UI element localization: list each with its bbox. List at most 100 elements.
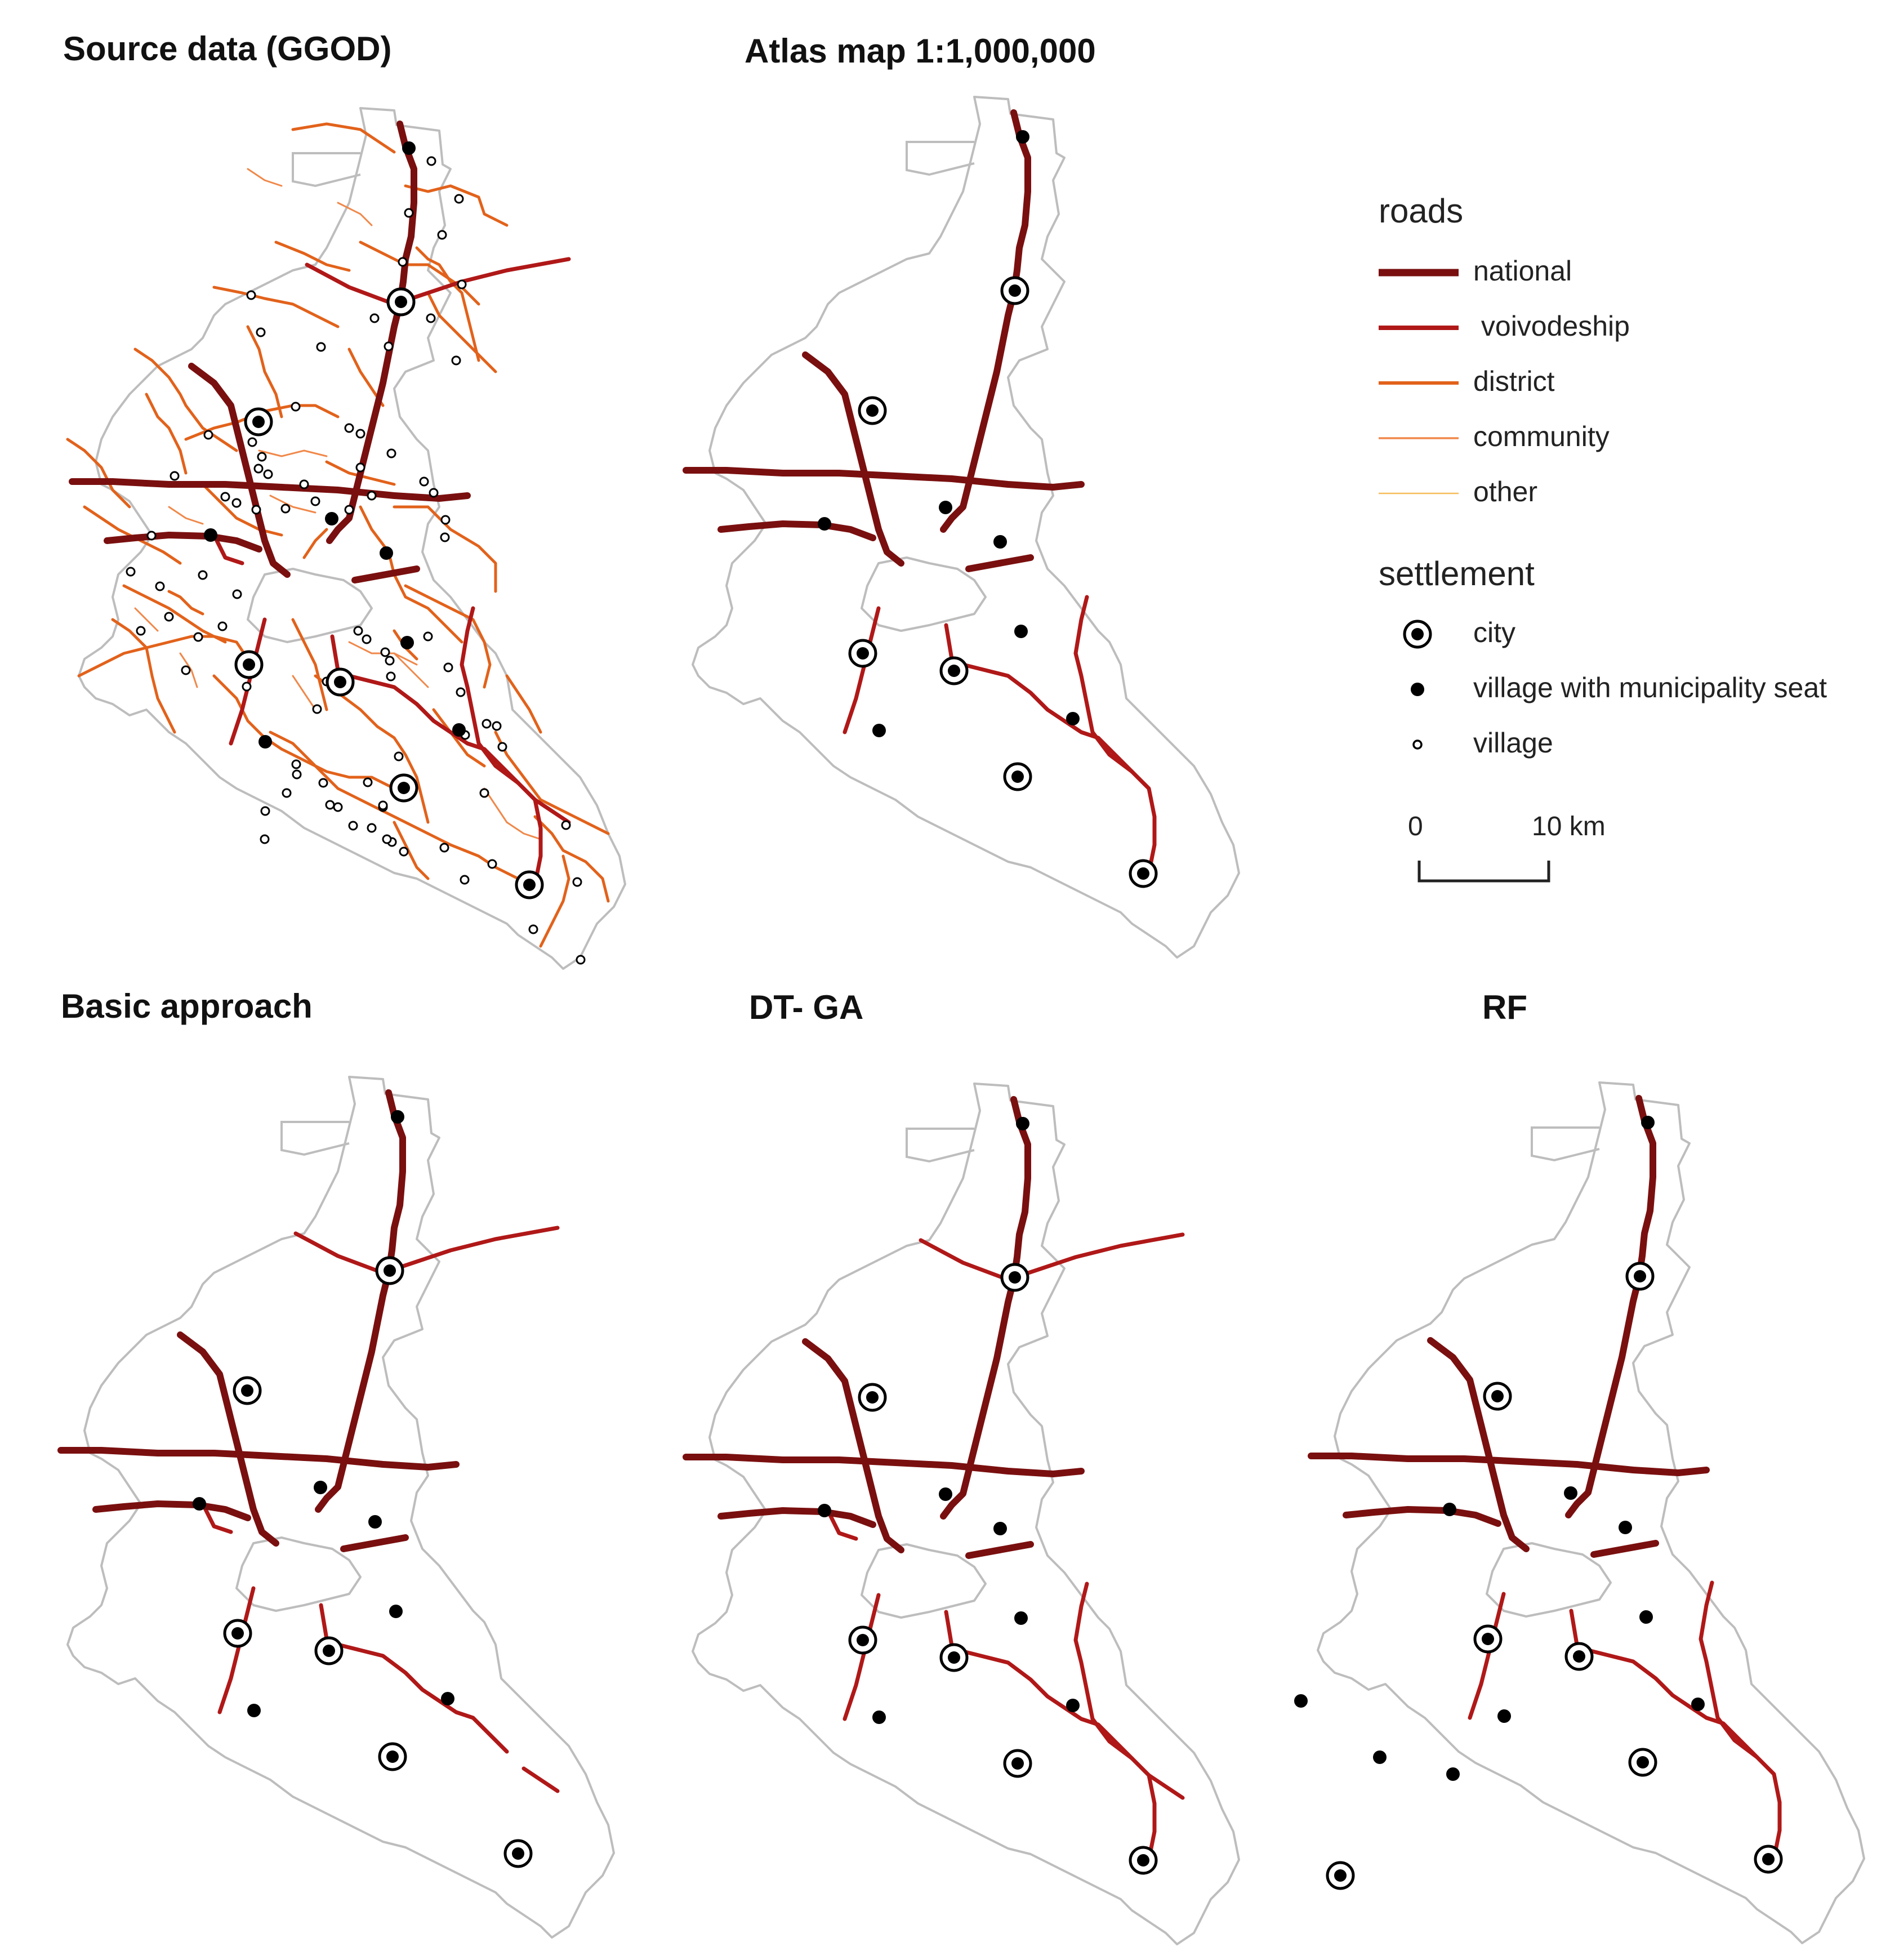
village-marker [246, 290, 256, 300]
municipality-seat-marker [939, 501, 952, 514]
city-marker-center [323, 1645, 335, 1657]
district-road [393, 505, 497, 593]
municipality-seat-marker [993, 535, 1007, 549]
region-boundary [692, 1083, 1240, 1945]
legend-row-city: city [1374, 609, 1870, 660]
district-road [66, 438, 131, 509]
village-marker [136, 626, 146, 636]
municipality-seat-marker [1373, 1750, 1387, 1764]
region-boundary [1317, 1081, 1865, 1944]
district-road [274, 240, 351, 272]
map-panel-rf: RF [1239, 980, 1899, 1960]
legend-label-community: community [1473, 421, 1610, 452]
municipality-seat-marker [1497, 1709, 1511, 1723]
community-road [258, 449, 328, 457]
national-road [1565, 1095, 1656, 1518]
district-road [426, 291, 497, 373]
district-road [539, 854, 570, 948]
filled-dot-icon [1411, 683, 1424, 696]
village-marker [126, 567, 136, 577]
village-marker [333, 802, 343, 812]
village-marker [382, 834, 392, 844]
map-panel-basic: Basic approach [0, 980, 676, 1960]
village-marker [299, 479, 309, 489]
national-road [1343, 1506, 1501, 1527]
municipality-seat-marker [1691, 1698, 1705, 1711]
village-marker [404, 208, 414, 218]
community-road [506, 821, 542, 840]
voivodeship-road [1147, 1773, 1185, 1800]
city-marker-center [948, 665, 960, 677]
village-marker [260, 834, 270, 844]
village-marker [344, 423, 354, 433]
district-road [404, 184, 509, 227]
village-marker [497, 742, 507, 752]
village-marker [386, 671, 396, 681]
village-marker [353, 626, 363, 636]
legend-row-community: community [1374, 413, 1870, 464]
city-marker-center [334, 676, 346, 688]
municipality-seat-marker [1014, 1611, 1028, 1625]
municipality-seat-marker [1443, 1503, 1456, 1516]
city-marker-center [512, 1847, 524, 1860]
national-road [177, 1331, 279, 1547]
village-marker [251, 505, 261, 515]
community-road [168, 506, 204, 525]
village-marker [399, 847, 409, 857]
national-road [188, 363, 291, 578]
national-road-icon [1379, 269, 1459, 277]
voivodeship-road [842, 606, 881, 734]
map-legend: roads national voivodeship district comm… [1374, 186, 1881, 907]
national-road [315, 1089, 406, 1513]
city-marker-center [1634, 1270, 1646, 1282]
municipality-seat-marker [818, 517, 831, 531]
city-marker-center [1009, 284, 1021, 297]
community-road [134, 607, 159, 632]
village-marker [385, 656, 395, 666]
district-road [404, 584, 492, 689]
national-road [683, 467, 1085, 491]
region-boundary [692, 96, 1240, 959]
village-marker [348, 821, 358, 831]
map-basic-approach [57, 1076, 615, 1939]
village-marker [456, 687, 466, 697]
panel-title-dtga: DT- GA [749, 988, 864, 1026]
district-road [533, 815, 610, 903]
voivodeship-road [533, 798, 571, 825]
national-road [104, 532, 262, 553]
legend-label-village-seat: village with municipality seat [1473, 672, 1827, 703]
village-marker [426, 156, 436, 166]
village-marker [193, 632, 203, 642]
village-marker [398, 257, 408, 267]
municipality-seat-marker [204, 528, 217, 542]
village-marker [155, 581, 165, 591]
voivodeship-road [826, 1508, 858, 1541]
district-road [314, 674, 430, 824]
district-road [302, 528, 328, 559]
district-road [77, 635, 249, 678]
national-road [802, 1338, 904, 1553]
municipality-seat-marker [452, 723, 466, 737]
voivodeship-road [842, 1593, 881, 1721]
voivodeship-road [1699, 1580, 1782, 1861]
municipality-seat-marker [258, 735, 272, 749]
village-marker [198, 570, 208, 580]
national-road [1427, 1337, 1530, 1552]
national-road [965, 554, 1034, 572]
village-marker [460, 875, 470, 885]
district-road [212, 286, 340, 328]
district-road [291, 618, 328, 711]
map-source-data [66, 107, 626, 970]
legend-settlement-heading: settlement [1379, 555, 1535, 593]
village-marker [355, 429, 365, 439]
region-boundary-annex [906, 1128, 975, 1163]
municipality-seat-marker [400, 636, 414, 649]
city-marker-center [252, 416, 265, 428]
voivodeship-road [319, 1603, 509, 1754]
village-marker [386, 448, 396, 458]
national-road [340, 1534, 409, 1552]
municipality-seat-marker [1639, 1610, 1653, 1624]
community-road [337, 202, 373, 226]
district-road [246, 325, 283, 418]
village-marker [492, 721, 502, 731]
